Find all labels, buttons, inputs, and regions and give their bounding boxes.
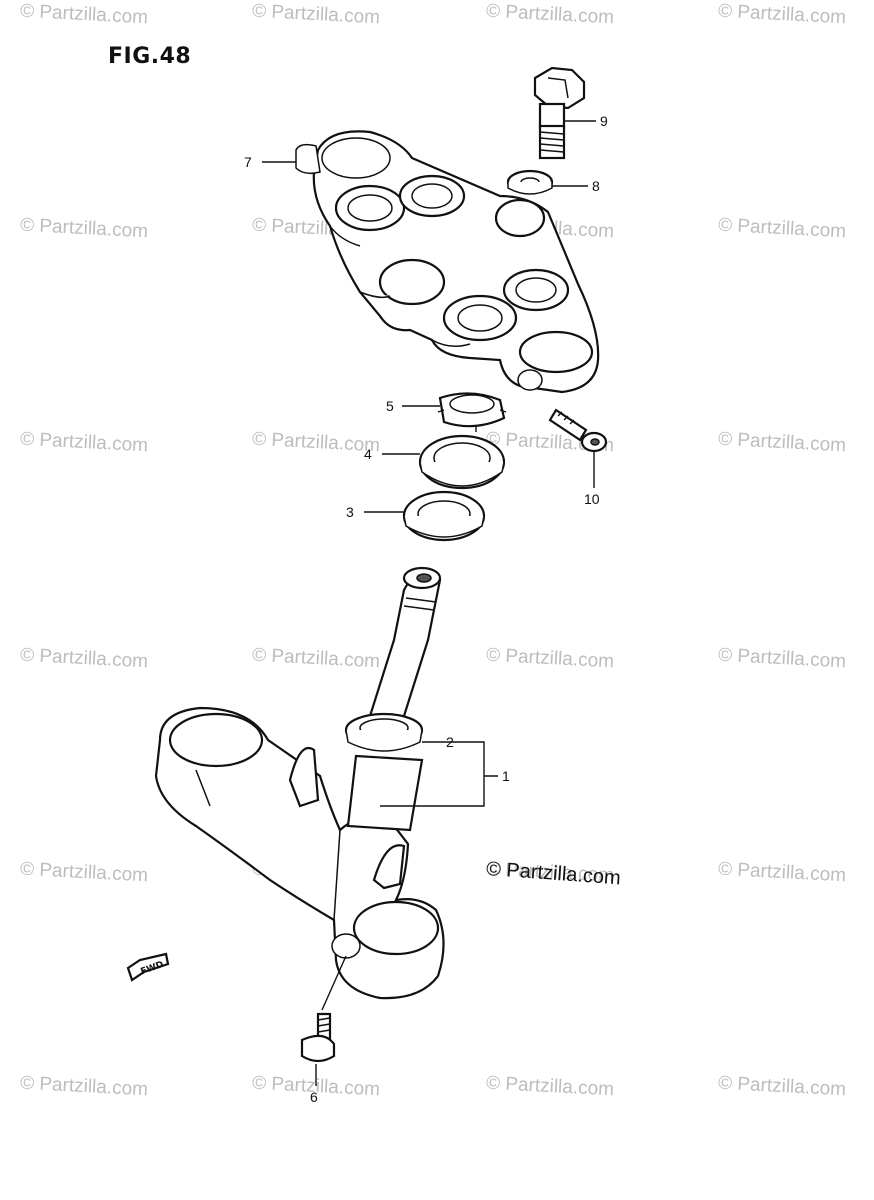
- part-1-lower-bracket: [154, 566, 445, 1000]
- callout-9: 9: [600, 113, 608, 129]
- part-2-seal: [344, 712, 424, 752]
- callout-8: 8: [592, 178, 600, 194]
- callout-3: 3: [346, 504, 354, 520]
- part-10-bolt: [548, 408, 608, 453]
- callout-1: 1: [502, 768, 510, 784]
- callout-4: 4: [364, 446, 372, 462]
- figure-title: FIG.48: [108, 44, 192, 69]
- part-7-upper-bracket: [295, 130, 600, 394]
- fwd-arrow: FWD: [126, 952, 170, 982]
- callout-2: 2: [446, 734, 454, 750]
- part-8-washer: [506, 169, 554, 195]
- callout-7: 7: [244, 154, 252, 170]
- part-6-bolt: [300, 1012, 336, 1063]
- part-9-bolt: [533, 66, 586, 160]
- part-4-race: [418, 434, 506, 490]
- part-3-bearing: [402, 490, 486, 542]
- callout-10: 10: [584, 491, 600, 507]
- callout-labels: 9 8 7 5 4 3 10 2 1 6: [244, 113, 608, 1105]
- callout-6: 6: [310, 1089, 318, 1105]
- part-5-nut: [437, 392, 507, 432]
- callout-5: 5: [386, 398, 394, 414]
- leader-lines: [262, 120, 596, 1086]
